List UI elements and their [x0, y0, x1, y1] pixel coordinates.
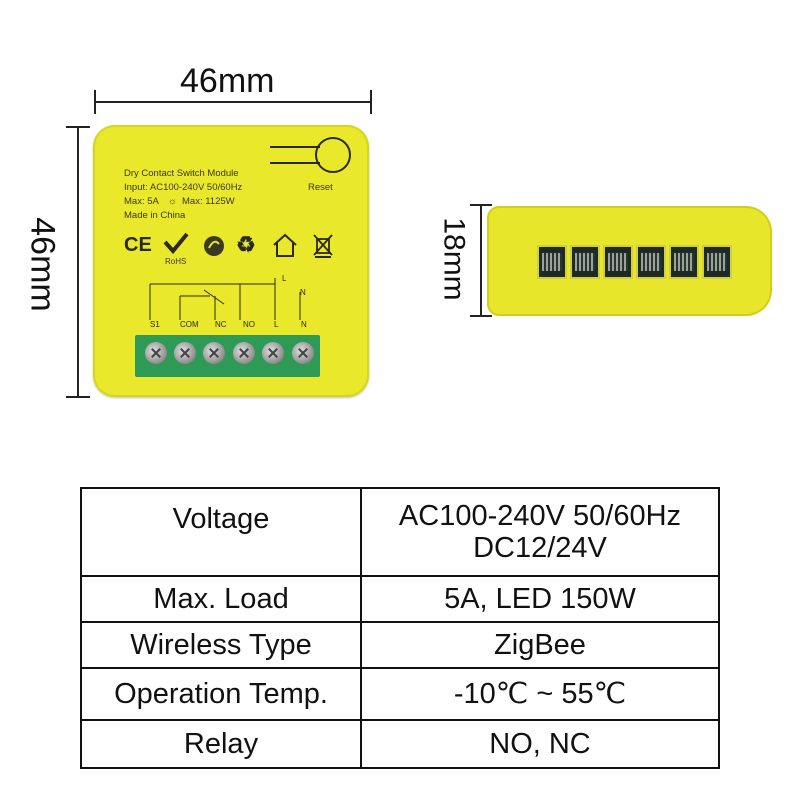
width-dimension-tick-right — [370, 90, 372, 114]
wiring-diagram — [149, 278, 301, 320]
width-dimension-label: 46mm — [180, 62, 275, 100]
terminal-slot — [669, 245, 699, 279]
table-row: Relay NO, NC — [80, 719, 720, 769]
reset-button-icon — [270, 137, 351, 173]
terminal-label-n: N — [301, 320, 307, 329]
terminal-screw-icon — [262, 342, 284, 364]
lamp-icon: ☼ — [168, 196, 177, 207]
home-icon — [273, 233, 297, 257]
terminal-screw-icon — [203, 342, 225, 364]
terminal-screw-icon — [292, 342, 314, 364]
table-row: Operation Temp. -10℃ ~ 55℃ — [80, 667, 720, 721]
depth-dimension-label: 18mm — [437, 217, 471, 301]
spec-value-voltage-ac: AC100-240V 50/60Hz — [398, 500, 682, 532]
rohs-check-icon — [163, 232, 189, 254]
module-max-power: Max: 1125W — [182, 196, 235, 207]
green-dot-icon — [204, 236, 224, 256]
spec-table: Voltage AC100-240V 50/60Hz DC12/24V Max.… — [80, 487, 720, 769]
spec-value-max-load: 5A, LED 150W — [360, 575, 720, 623]
spec-name-wireless-type: Wireless Type — [80, 621, 362, 669]
spec-value-operation-temp: -10℃ ~ 55℃ — [360, 667, 720, 721]
spec-value-relay: NO, NC — [360, 719, 720, 769]
terminal-slot — [702, 245, 732, 279]
rohs-label: RoHS — [165, 257, 187, 266]
terminal-slot — [636, 245, 666, 279]
spec-name-operation-temp: Operation Temp. — [80, 667, 362, 721]
terminal-slot — [570, 245, 600, 279]
ce-mark-icon: CE — [124, 234, 152, 256]
depth-dimension-tick-bottom — [470, 315, 492, 317]
spec-value-voltage: AC100-240V 50/60Hz DC12/24V — [360, 487, 720, 577]
module-origin: Made in China — [124, 210, 186, 221]
height-dimension-label: 46mm — [23, 217, 62, 312]
module-title: Dry Contact Switch Module — [124, 168, 239, 179]
spec-value-wireless-type: ZigBee — [360, 621, 720, 669]
spec-value-voltage-dc: DC12/24V — [473, 532, 607, 564]
table-row: Max. Load 5A, LED 150W — [80, 575, 720, 623]
depth-dimension-line — [480, 204, 482, 316]
recycle-icon: ♻ — [236, 232, 256, 257]
height-dimension-tick-bottom — [66, 396, 90, 398]
terminal-slot — [537, 245, 567, 279]
height-dimension-line — [77, 127, 79, 397]
terminal-label-s1: S1 — [150, 320, 160, 329]
width-dimension-tick-left — [94, 90, 96, 114]
spec-name-voltage: Voltage — [80, 487, 362, 577]
terminal-screw-icon — [145, 342, 167, 364]
module-input-spec: Input: AC100-240V 50/60Hz — [124, 182, 243, 193]
terminal-screw-icon — [233, 342, 255, 364]
terminal-slot — [603, 245, 633, 279]
table-row: Wireless Type ZigBee — [80, 621, 720, 669]
module-max-current: Max: 5A — [124, 196, 159, 207]
terminal-label-l: L — [274, 320, 279, 329]
spec-name-relay: Relay — [80, 719, 362, 769]
reset-label: Reset — [308, 182, 333, 193]
depth-dimension-tick-top — [470, 204, 492, 206]
terminal-label-no: NO — [243, 320, 255, 329]
wire-label-n-top: N — [300, 288, 306, 297]
terminal-label-nc: NC — [215, 320, 227, 329]
spec-name-max-load: Max. Load — [80, 575, 362, 623]
terminal-label-com: COM — [180, 320, 199, 329]
width-dimension-line — [95, 101, 371, 103]
wire-label-l-top: L — [282, 274, 287, 283]
table-row: Voltage AC100-240V 50/60Hz DC12/24V — [80, 487, 720, 577]
terminal-screw-icon — [174, 342, 196, 364]
weee-bin-icon — [313, 234, 333, 258]
height-dimension-tick-top — [66, 126, 90, 128]
